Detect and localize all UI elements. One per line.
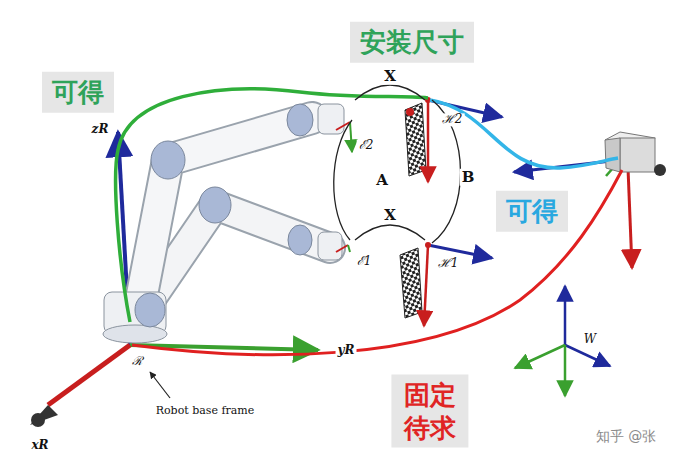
calibration-board xyxy=(400,248,422,318)
tool-flange xyxy=(318,104,344,134)
frame-origin xyxy=(425,242,431,248)
camera-body xyxy=(620,138,655,172)
frame-label: ℛ xyxy=(130,355,144,368)
annotation-text: 安装尺寸 xyxy=(360,26,464,59)
transform-curve xyxy=(430,100,618,168)
transform-label: X xyxy=(382,207,398,224)
robot-arm-outline xyxy=(140,118,312,305)
robot-joint xyxy=(151,141,185,179)
world-axis xyxy=(565,345,610,366)
label-box: 可得 xyxy=(496,191,568,232)
frame-axis xyxy=(428,245,492,258)
frame-label: W xyxy=(582,333,598,346)
robot-joint xyxy=(135,293,165,327)
label-box: 可得 xyxy=(42,72,114,113)
x-axis-head xyxy=(31,413,45,427)
transform-curve xyxy=(355,85,425,100)
transform-curve xyxy=(355,225,425,240)
caption-note: Robot base frame xyxy=(154,405,257,417)
x-axis xyxy=(48,345,130,405)
world-axis xyxy=(564,345,567,396)
robot-arm-outline xyxy=(150,205,330,300)
axis-label: zR xyxy=(90,123,111,136)
calibration-board xyxy=(405,103,426,176)
transform-curve xyxy=(334,120,352,240)
frame-origin xyxy=(406,108,414,116)
tool-flange xyxy=(318,232,342,260)
robot-joint xyxy=(199,187,231,223)
camera-axis xyxy=(628,168,632,268)
camera-lens xyxy=(654,164,666,176)
robot-arm xyxy=(150,205,330,300)
frame-axis xyxy=(336,245,348,252)
frame-label: ℰ1 xyxy=(355,255,374,268)
robot-base xyxy=(103,325,167,343)
watermark: 知乎 @张 xyxy=(594,429,658,444)
transform-curve xyxy=(132,170,622,355)
robot-joint xyxy=(288,225,312,255)
annotation-text: 可得 xyxy=(506,195,558,228)
robot-joint xyxy=(287,104,313,136)
annotation-text: 可得 xyxy=(52,76,104,109)
robot-arm xyxy=(140,118,312,305)
transform-label: B xyxy=(460,169,477,186)
camera-body xyxy=(605,138,620,172)
frame-label: ℰ2 xyxy=(357,139,376,152)
axis-label: xR xyxy=(29,439,50,452)
frame-axis xyxy=(348,245,350,252)
transform-label: A xyxy=(374,172,390,189)
frame-axis xyxy=(427,100,430,182)
label-box: 固定 待求 xyxy=(391,375,468,448)
frame-label: ℋ1 xyxy=(436,257,461,270)
frame-axis xyxy=(424,245,428,326)
frame-label: ℋ2 xyxy=(440,113,465,126)
world-axis xyxy=(515,345,565,368)
world-axis xyxy=(564,286,567,345)
transform-curve xyxy=(116,89,428,322)
frame-axis xyxy=(350,122,352,152)
annotation-text: 固定 待求 xyxy=(401,379,458,444)
label-box: 安装尺寸 xyxy=(350,22,474,63)
leader-line xyxy=(150,372,170,398)
transform-label: X xyxy=(382,68,398,85)
axis-label: yR xyxy=(336,344,357,357)
